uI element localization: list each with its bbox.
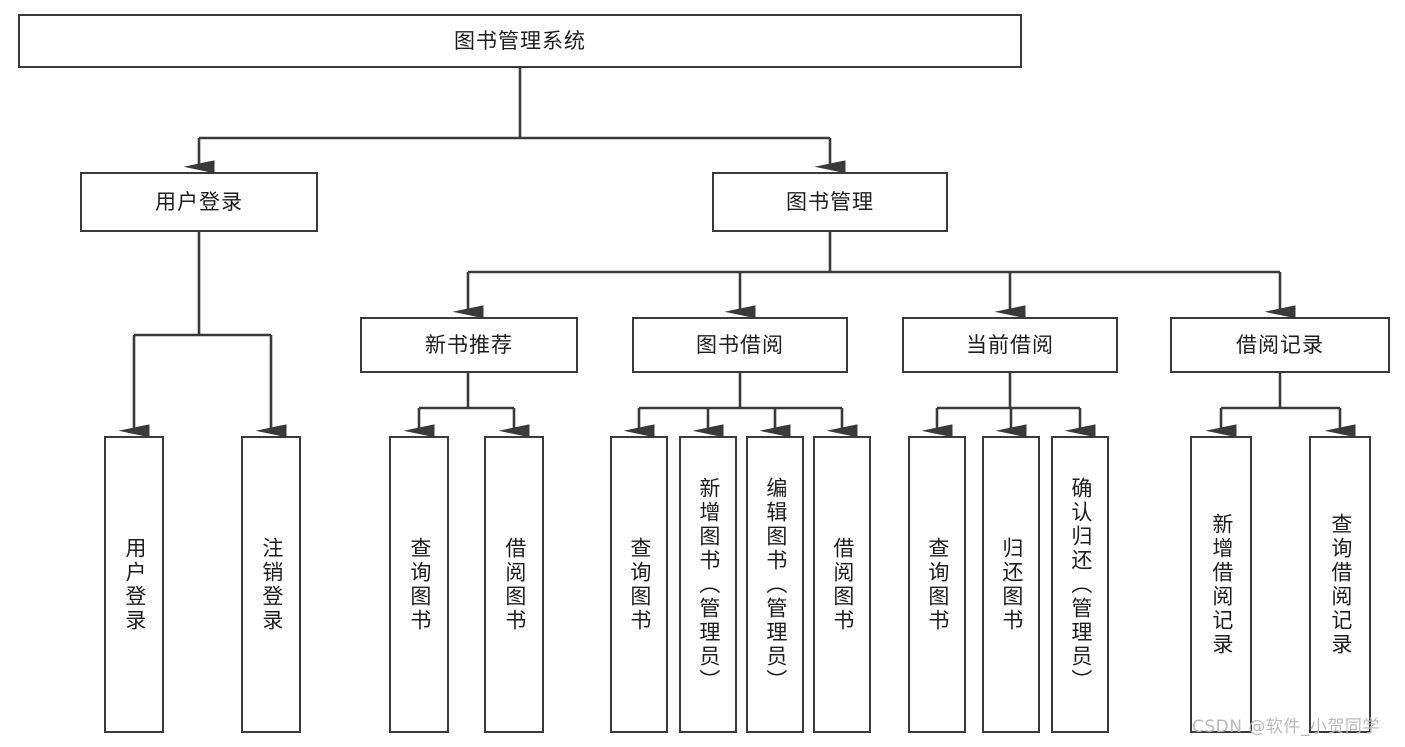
node-new-book-recommend[interactable]: 新书推荐 — [360, 317, 578, 373]
node-root-label: 图书管理系统 — [454, 28, 586, 53]
node-current-borrow-label: 当前借阅 — [966, 332, 1054, 357]
node-book-manage-label: 图书管理 — [786, 189, 874, 214]
node-leaf-query-book-2-label: 查询图书 — [627, 536, 652, 633]
node-leaf-borrow-book-2[interactable]: 借阅图书 — [813, 436, 871, 733]
node-leaf-query-record-label: 查询借阅记录 — [1328, 512, 1353, 657]
node-leaf-query-book-3-label: 查询图书 — [925, 536, 950, 633]
node-leaf-query-book-3[interactable]: 查询图书 — [908, 436, 966, 733]
node-book-borrow-label: 图书借阅 — [696, 332, 784, 357]
node-book-manage[interactable]: 图书管理 — [712, 172, 948, 232]
node-leaf-query-book-1[interactable]: 查询图书 — [389, 436, 449, 733]
node-leaf-logout-label: 注销登录 — [259, 536, 284, 633]
node-leaf-borrow-book-2-label: 借阅图书 — [830, 536, 855, 633]
node-leaf-return-book[interactable]: 归还图书 — [982, 436, 1040, 733]
node-leaf-query-book-1-label: 查询图书 — [407, 536, 432, 633]
node-leaf-user-login[interactable]: 用户登录 — [104, 436, 164, 733]
node-leaf-confirm-return[interactable]: 确认归还（管理员） — [1051, 436, 1109, 733]
node-user-login[interactable]: 用户登录 — [80, 172, 318, 232]
node-leaf-return-book-label: 归还图书 — [999, 536, 1024, 633]
node-leaf-add-book[interactable]: 新增图书（管理员） — [679, 436, 737, 733]
csdn-watermark: CSDN @软件_小贺同学 — [1192, 717, 1380, 737]
node-leaf-edit-book[interactable]: 编辑图书（管理员） — [746, 436, 804, 733]
node-leaf-borrow-book-1-label: 借阅图书 — [502, 536, 527, 633]
node-current-borrow[interactable]: 当前借阅 — [902, 317, 1118, 373]
node-leaf-edit-book-label: 编辑图书（管理员） — [763, 476, 788, 693]
node-leaf-add-record[interactable]: 新增借阅记录 — [1190, 436, 1252, 733]
node-leaf-query-record[interactable]: 查询借阅记录 — [1309, 436, 1371, 733]
node-root[interactable]: 图书管理系统 — [18, 14, 1022, 68]
node-book-borrow[interactable]: 图书借阅 — [632, 317, 848, 373]
node-borrow-record[interactable]: 借阅记录 — [1170, 317, 1390, 373]
node-user-login-label: 用户登录 — [155, 189, 243, 214]
node-leaf-add-record-label: 新增借阅记录 — [1209, 512, 1234, 657]
node-borrow-record-label: 借阅记录 — [1236, 332, 1324, 357]
node-leaf-query-book-2[interactable]: 查询图书 — [610, 436, 668, 733]
node-leaf-add-book-label: 新增图书（管理员） — [696, 476, 721, 693]
node-leaf-logout[interactable]: 注销登录 — [241, 436, 301, 733]
node-leaf-user-login-label: 用户登录 — [122, 536, 147, 633]
node-leaf-borrow-book-1[interactable]: 借阅图书 — [484, 436, 544, 733]
node-new-book-recommend-label: 新书推荐 — [425, 332, 513, 357]
node-leaf-confirm-return-label: 确认归还（管理员） — [1068, 476, 1093, 693]
